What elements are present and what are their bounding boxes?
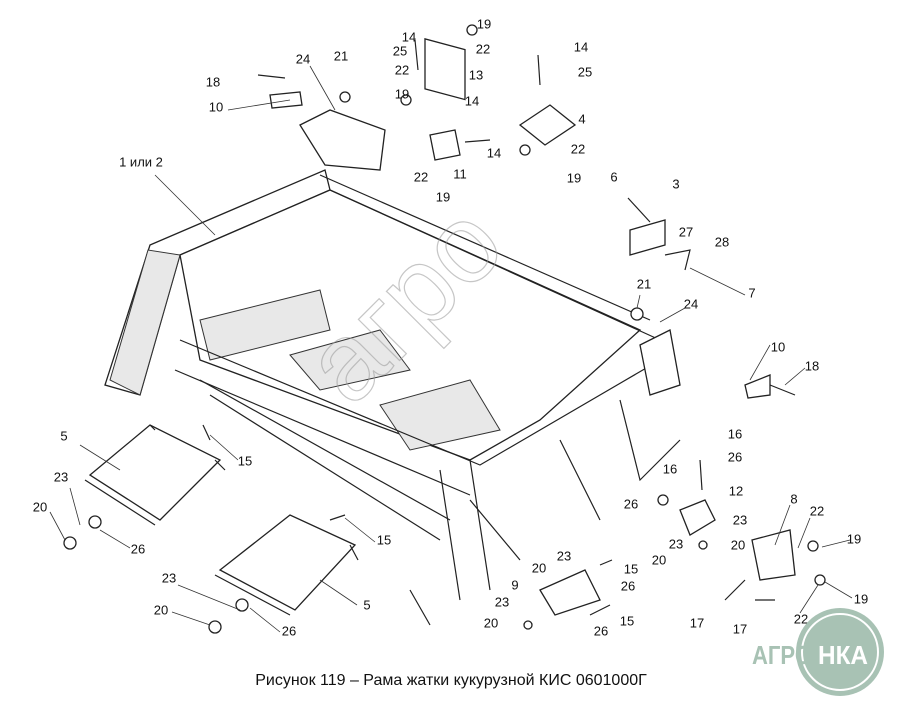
part-label: 17 bbox=[690, 615, 704, 630]
part-label: 14 bbox=[402, 29, 416, 44]
part-label: 19 bbox=[567, 170, 581, 185]
part-label: 26 bbox=[728, 449, 742, 464]
part-label: 23 bbox=[54, 469, 68, 484]
part-label: 21 bbox=[637, 276, 651, 291]
part-label: 26 bbox=[621, 578, 635, 593]
part-label: 19 bbox=[395, 86, 409, 101]
part-label: 22 bbox=[571, 141, 585, 156]
panel-5-lower bbox=[214, 514, 359, 616]
part-label: 9 bbox=[511, 577, 518, 592]
part-label: 19 bbox=[847, 531, 861, 546]
part-label: 26 bbox=[624, 496, 638, 511]
part-label: 23 bbox=[669, 536, 683, 551]
leader-lines bbox=[49, 65, 853, 633]
part-label: 8 bbox=[790, 491, 797, 506]
part-label: 1 или 2 bbox=[119, 154, 163, 169]
part-label: 19 bbox=[436, 189, 450, 204]
part-label: 11 bbox=[453, 166, 467, 181]
part-label: 27 bbox=[679, 224, 693, 239]
header-frame bbox=[104, 109, 681, 601]
part-label: 26 bbox=[594, 623, 608, 638]
part-label: 28 bbox=[715, 234, 729, 249]
part-label: 18 bbox=[206, 74, 220, 89]
part-label: 23 bbox=[495, 594, 509, 609]
part-label: 23 bbox=[162, 570, 176, 585]
part-label: 18 bbox=[805, 358, 819, 373]
part-label: 6 bbox=[610, 169, 617, 184]
panel-5-upper bbox=[84, 424, 226, 526]
part-labels: 14 19 25 22 13 22 19 14 14 25 4 22 19 18… bbox=[33, 16, 868, 638]
part-label: 15 bbox=[377, 532, 391, 547]
svg-text:АГРО: АГРО bbox=[752, 640, 812, 670]
part-label: 15 bbox=[620, 613, 634, 628]
part-label: 10 bbox=[771, 339, 785, 354]
part-label: 12 bbox=[729, 483, 743, 498]
part-label: 23 bbox=[733, 512, 747, 527]
part-label: 22 bbox=[810, 503, 824, 518]
part-label: 14 bbox=[465, 93, 479, 108]
part-label: 13 bbox=[469, 67, 483, 82]
part-label: 20 bbox=[154, 602, 168, 617]
part-label: 5 bbox=[60, 428, 67, 443]
part-label: 20 bbox=[532, 560, 546, 575]
part-label: 4 bbox=[578, 111, 585, 126]
part-label: 26 bbox=[131, 541, 145, 556]
small-parts bbox=[63, 24, 826, 634]
part-label: 7 bbox=[748, 285, 755, 300]
part-label: 20 bbox=[731, 537, 745, 552]
part-label: 16 bbox=[663, 461, 677, 476]
part-label: 16 bbox=[728, 426, 742, 441]
part-label: 19 bbox=[477, 16, 491, 31]
part-label: 20 bbox=[33, 499, 47, 514]
figure-caption: Рисунок 119 – Рама жатки кукурузной КИС … bbox=[255, 672, 647, 689]
part-label: 17 bbox=[733, 621, 747, 636]
part-label: 25 bbox=[578, 64, 592, 79]
agronika-logo: АГРО НКА bbox=[752, 608, 884, 696]
part-label: 24 bbox=[296, 51, 310, 66]
part-label: 22 bbox=[476, 41, 490, 56]
svg-text:НКА: НКА bbox=[818, 640, 868, 670]
part-label: 3 bbox=[672, 176, 679, 191]
part-label: 22 bbox=[395, 62, 409, 77]
part-label: 22 bbox=[794, 611, 808, 626]
part-label: 20 bbox=[652, 552, 666, 567]
part-label: 21 bbox=[334, 48, 348, 63]
part-label: 23 bbox=[557, 548, 571, 563]
part-label: 24 bbox=[684, 296, 698, 311]
part-label: 19 bbox=[854, 591, 868, 606]
part-label: 26 bbox=[282, 623, 296, 638]
part-label: 10 bbox=[209, 99, 223, 114]
part-label: 22 bbox=[414, 169, 428, 184]
part-label: 14 bbox=[574, 39, 588, 54]
part-label: 20 bbox=[484, 615, 498, 630]
part-label: 15 bbox=[624, 561, 638, 576]
part-label: 14 bbox=[487, 145, 501, 160]
part-label: 25 bbox=[393, 43, 407, 58]
part-label: 15 bbox=[238, 453, 252, 468]
part-label: 5 bbox=[363, 597, 370, 612]
